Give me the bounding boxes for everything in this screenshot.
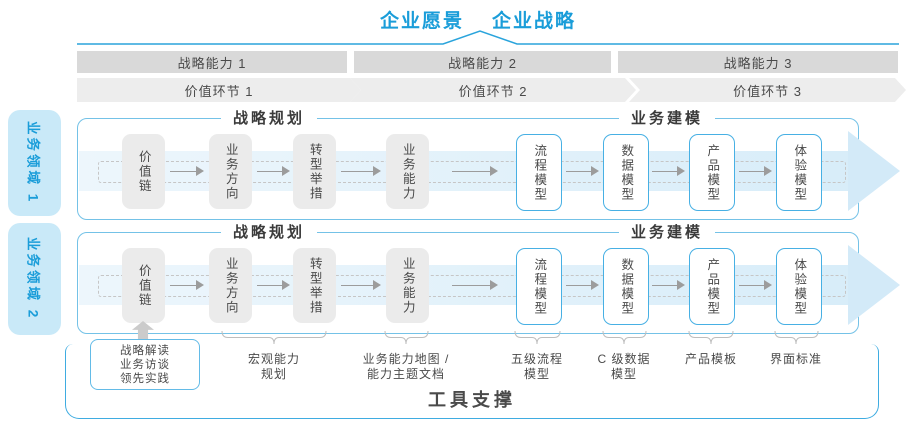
strategy-label: 企业战略 (492, 11, 577, 32)
annotation-line: 模型 (610, 367, 638, 381)
annotation-line: 领先实践 (120, 372, 170, 385)
annotation-line: 界面标准 (769, 352, 823, 366)
flow-arrow-icon (452, 166, 498, 176)
stage-box-experience-model: 体验模型 (776, 248, 822, 325)
value-link-segment-1: 价值环节 1 (77, 78, 361, 102)
flow-arrow-icon (566, 166, 599, 176)
flow-arrow-icon (652, 166, 685, 176)
dashed-track (98, 161, 846, 183)
domain-row-panel-2: 价值链 业务方向 转型举措 业务能力 流程模型 数据模型 产品模型 体验模型 战… (77, 222, 900, 334)
flow-arrow-icon (341, 280, 381, 290)
annotation-line: 模型 (523, 367, 551, 381)
domain-label-1: 业务领域 1 (8, 110, 61, 216)
annotation-ui-standard: 界面标准 (770, 352, 822, 367)
page-title: 企业愿景 企业战略 (380, 6, 576, 33)
stage-box-transformation: 转型举措 (293, 134, 336, 209)
annotation-line: 产品模板 (684, 352, 738, 366)
capability-bar-3: 战略能力 3 (618, 51, 898, 73)
stage-box-value-chain: 价值链 (122, 248, 165, 323)
section-title-modeling: 业务建模 (618, 108, 716, 129)
flow-arrow-icon (739, 166, 772, 176)
stage-box-biz-direction: 业务方向 (209, 248, 252, 323)
domain-row-panel-1: 价值链 业务方向 转型举措 业务能力 流程模型 数据模型 产品模型 体验模型 战… (77, 108, 900, 220)
flow-arrow-icon (257, 166, 290, 176)
annotation-macro-capability: 宏观能力 规划 (248, 352, 300, 382)
flow-arrow-icon (257, 280, 290, 290)
flow-arrowhead-icon (848, 245, 900, 325)
annotation-box-strategy-inputs: 战略解读 业务访谈 领先实践 (90, 339, 200, 390)
flow-arrow-icon (739, 280, 772, 290)
capability-bar-1: 战略能力 1 (77, 51, 347, 73)
stage-box-value-chain: 价值链 (122, 134, 165, 209)
stage-box-experience-model: 体验模型 (776, 134, 822, 211)
annotation-line: C 级数据 (597, 352, 651, 366)
value-link-segment-3: 价值环节 3 (629, 78, 906, 102)
stage-box-data-model: 数据模型 (603, 248, 649, 325)
vision-peak-line (77, 30, 899, 45)
flow-arrow-icon (652, 280, 685, 290)
capability-bar-2: 战略能力 2 (354, 51, 611, 73)
vision-label: 企业愿景 (379, 11, 464, 32)
tool-support-label: 工具支撑 (428, 390, 516, 410)
annotation-line: 规划 (260, 367, 288, 381)
stage-box-process-model: 流程模型 (516, 134, 562, 211)
annotation-capability-map: 业务能力地图 / 能力主题文档 (363, 352, 450, 382)
stage-box-biz-capability: 业务能力 (386, 248, 429, 323)
flow-arrow-icon (170, 166, 204, 176)
section-title-modeling: 业务建模 (618, 222, 716, 243)
dashed-track (98, 275, 846, 297)
stage-box-product-model: 产品模型 (689, 248, 735, 325)
section-title-planning: 战略规划 (220, 222, 318, 243)
stage-box-biz-direction: 业务方向 (209, 134, 252, 209)
annotation-line: 能力主题文档 (366, 367, 446, 381)
annotation-line: 业务能力地图 / (362, 352, 450, 366)
annotation-product-template: 产品模板 (685, 352, 737, 367)
value-link-segment-2: 价值环节 2 (350, 78, 636, 102)
flow-arrow-icon (566, 280, 599, 290)
annotation-data-model: C 级数据 模型 (597, 352, 650, 382)
annotation-line: 宏观能力 (247, 352, 301, 366)
section-title-planning: 战略规划 (220, 108, 318, 129)
stage-box-data-model: 数据模型 (603, 134, 649, 211)
annotation-line: 业务访谈 (120, 358, 170, 371)
domain-label-2: 业务领域 2 (8, 223, 61, 335)
annotation-line: 战略解读 (120, 344, 170, 357)
stage-box-product-model: 产品模型 (689, 134, 735, 211)
flow-arrow-icon (170, 280, 204, 290)
flow-arrow-icon (452, 280, 498, 290)
stage-box-transformation: 转型举措 (293, 248, 336, 323)
annotation-line: 五级流程 (510, 352, 564, 366)
annotation-process-model: 五级流程 模型 (511, 352, 563, 382)
stage-box-biz-capability: 业务能力 (386, 134, 429, 209)
flow-arrowhead-icon (848, 131, 900, 211)
tool-support-container: 工具支撑 (65, 344, 879, 419)
flow-arrow-icon (341, 166, 381, 176)
stage-box-process-model: 流程模型 (516, 248, 562, 325)
